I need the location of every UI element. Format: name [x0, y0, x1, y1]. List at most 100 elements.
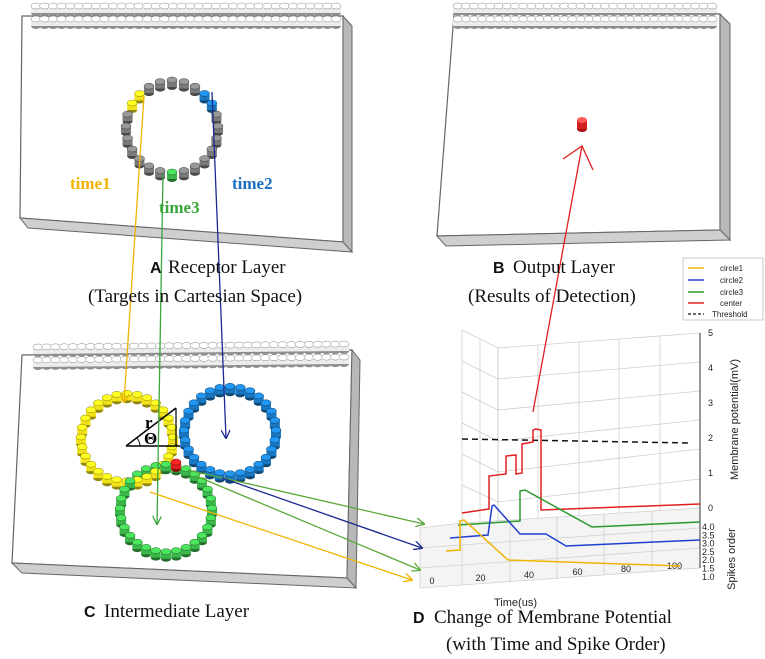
grid-peg [260, 341, 271, 355]
grid-peg [279, 15, 290, 29]
grid-peg [159, 15, 170, 29]
legend-circle3: circle3 [720, 288, 744, 297]
grid-peg [58, 343, 70, 357]
grid-peg [133, 15, 145, 29]
grid-peg [137, 342, 149, 356]
receptor-neuron [126, 145, 138, 159]
grid-peg [58, 356, 70, 370]
time3-label: time3 [159, 198, 200, 217]
green-ring-neuron [189, 538, 200, 553]
grid-peg [50, 343, 61, 357]
grid-peg [163, 355, 175, 369]
yellow-ring-neuron [141, 473, 153, 487]
grid-peg [93, 356, 105, 370]
grid-peg [85, 343, 96, 357]
grid-peg [268, 341, 280, 355]
grid-peg [305, 2, 316, 16]
grid-peg [30, 15, 42, 29]
grid-peg [452, 2, 464, 16]
grid-peg [198, 355, 210, 369]
green-ring-neuron [119, 485, 130, 500]
grid-peg [321, 340, 332, 355]
grid-peg [50, 356, 61, 370]
grid-peg [452, 15, 464, 29]
green-to-chart-arrow [187, 469, 424, 524]
y-tick-label: 4 [708, 363, 713, 373]
grid-peg [251, 354, 262, 368]
grid-peg [295, 341, 306, 355]
grid-peg [641, 15, 652, 29]
grid-peg [616, 2, 628, 16]
legend-threshold: Threshold [712, 310, 748, 319]
theta-label: Θ [144, 429, 157, 448]
grid-peg [493, 2, 505, 16]
grid-peg [102, 356, 114, 370]
grid-peg [185, 15, 196, 29]
grid-peg [150, 2, 162, 16]
receptor-neuron-ring [120, 76, 224, 182]
grid-peg [73, 15, 85, 29]
grid-peg [67, 343, 79, 357]
grid-peg [202, 2, 213, 16]
output-neuron-red [577, 117, 587, 132]
grid-peg [485, 2, 497, 16]
grid-peg [39, 15, 50, 29]
grid-peg [338, 340, 350, 354]
grid-peg [176, 15, 187, 29]
grid-peg [575, 2, 587, 16]
grid-peg [260, 354, 271, 368]
blue-ring-neuron [204, 387, 216, 401]
grid-peg [225, 341, 236, 356]
x-tick-label: 80 [621, 564, 631, 574]
y-tick-label: 2 [708, 433, 713, 443]
time2-arrow [211, 91, 226, 438]
grid-peg [216, 354, 227, 369]
grid-peg [287, 15, 299, 29]
panel-d-title: Change of Membrane Potential [434, 607, 672, 628]
grid-peg [286, 341, 297, 355]
grid-peg [303, 341, 315, 355]
grid-peg [649, 15, 660, 29]
grid-peg [338, 353, 350, 367]
spike-order-ticks: 4.03.53.02.52.01.51.0 [702, 522, 715, 582]
blue-ring-neuron [244, 387, 256, 401]
time1-label: time1 [70, 174, 111, 193]
grid-peg [600, 15, 611, 29]
yellow-ring-neuron [80, 452, 91, 466]
grid-peg [706, 15, 718, 29]
panel-b-subtitle: (Results of Detection) [468, 286, 636, 307]
grid-peg [190, 342, 201, 356]
grid-peg [73, 2, 85, 16]
panel-a-letter: A [150, 260, 162, 277]
grid-peg [193, 2, 205, 16]
time1-arrow [124, 95, 145, 402]
grid-peg [125, 15, 136, 29]
grid-peg [262, 15, 273, 29]
grid-peg [242, 341, 254, 355]
grid-peg [142, 15, 153, 29]
grid-peg [583, 15, 595, 29]
grid-peg [477, 15, 488, 29]
grid-peg [469, 15, 480, 29]
legend-center: center [720, 299, 743, 308]
grid-peg [616, 15, 628, 29]
z-tick-label: 3.5 [702, 530, 715, 540]
grid-peg [245, 15, 256, 29]
green-ring-neuron [160, 461, 172, 475]
grid-peg [251, 341, 262, 355]
grid-peg [107, 2, 119, 16]
grid-peg [551, 2, 562, 16]
yellow-ring-neuron [111, 391, 123, 405]
receptor-neuron [143, 162, 155, 176]
grid-peg [102, 343, 114, 357]
grid-peg [202, 15, 213, 29]
x-axis-label: Time(us) [494, 597, 537, 609]
time3-arrow [157, 173, 164, 524]
grid-peg [682, 2, 693, 16]
grid-peg [146, 355, 157, 369]
x-tick-label: 20 [475, 573, 485, 583]
grid-peg [176, 2, 187, 16]
grid-peg [137, 355, 149, 369]
panel-a-title: Receptor Layer [168, 257, 286, 278]
receptor-neuron [178, 78, 190, 92]
